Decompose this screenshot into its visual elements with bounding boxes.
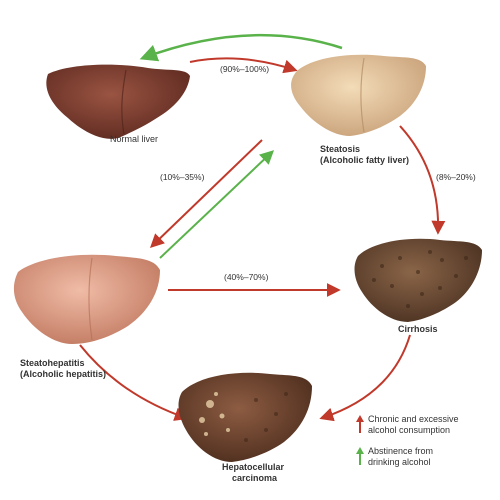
- hcc-liver-icon: [178, 372, 312, 462]
- legend-abstinence-line1: Abstinence from: [368, 446, 434, 456]
- edge-label-steatohepatitis-to-cirrhosis: (40%–70%): [224, 272, 269, 282]
- edge-label-normal-to-steatosis: (90%–100%): [220, 64, 269, 74]
- steatohepatitis-label-line2: (Alcoholic hepatitis): [20, 369, 106, 379]
- arrow-normal-to-steatosis: [189, 57, 298, 74]
- hcc-label-line2: carcinoma: [232, 473, 278, 483]
- legend-abstinence-line2: drinking alcohol: [368, 457, 431, 467]
- steatohepatitis-label-line1: Steatohepatitis: [20, 358, 85, 368]
- green-arrow-icon: [356, 447, 364, 465]
- arrow-steatohepatitis-to-hcc: [79, 344, 189, 421]
- steatosis-label-line2: (Alcoholic fatty liver): [320, 155, 409, 165]
- hcc-label-line1: Hepatocellular: [222, 462, 285, 472]
- normal-liver-icon: [46, 64, 191, 139]
- arrow-steatohepatitis-to-steatosis: [159, 150, 275, 259]
- edge-label-steatosis-to-steatohepatitis: (10%–35%): [160, 172, 205, 182]
- arrow-steatosis-to-cirrhosis: [399, 125, 446, 235]
- legend-chronic-line1: Chronic and excessive: [368, 414, 459, 424]
- cirrhosis-label: Cirrhosis: [398, 324, 438, 334]
- arrow-cirrhosis-to-hcc: [319, 334, 411, 422]
- steatohepatitis-liver-icon: [13, 254, 161, 344]
- edge-label-steatosis-to-cirrhosis: (8%–20%): [436, 172, 476, 182]
- arrow-steatosis-to-steatohepatitis: [149, 139, 263, 248]
- arrow-steatosis-to-normal: [139, 33, 343, 62]
- normal-liver-label: Normal liver: [110, 134, 158, 144]
- steatosis-liver-icon: [291, 54, 426, 136]
- cirrhosis-liver-icon: [354, 238, 482, 322]
- steatosis-label-line1: Steatosis: [320, 144, 360, 154]
- red-arrow-icon: [356, 415, 364, 433]
- legend-chronic-line2: alcohol consumption: [368, 425, 451, 435]
